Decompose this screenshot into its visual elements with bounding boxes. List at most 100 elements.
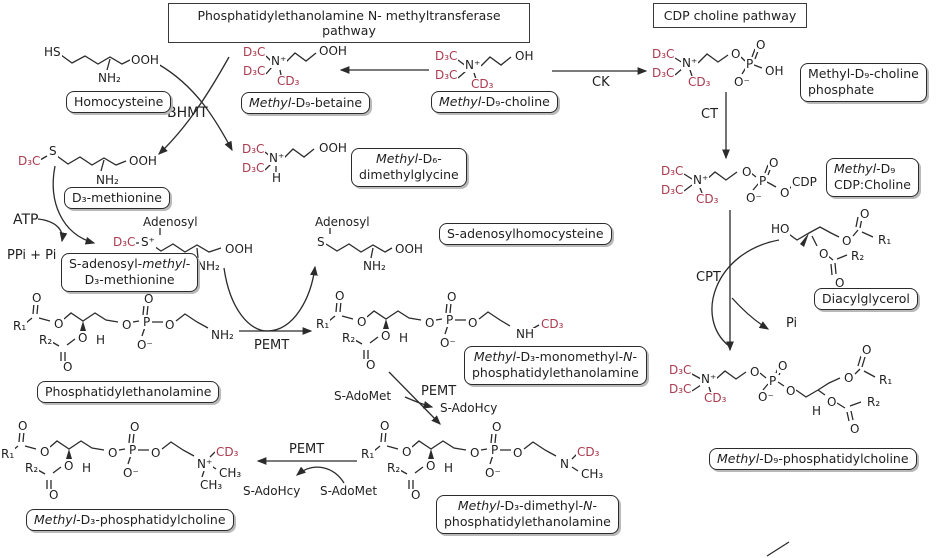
dag-stereo-wedge [800, 233, 809, 247]
atom-label: R₂ [38, 333, 54, 347]
enzyme-cpt: CPT [696, 270, 721, 285]
mmpe-stereo-wedge [383, 319, 389, 329]
cofactor-atp: ATP [13, 212, 39, 228]
monomethyl-pe-bonds [328, 300, 540, 359]
methyl-d9-cdp-choline-bonds [683, 164, 794, 194]
d3pc-stereo-wedge [66, 449, 72, 459]
atom-label: O [356, 315, 368, 329]
atom-label: R₂ [866, 395, 882, 409]
atom-label: N [559, 457, 570, 471]
atom-label: N⁺ [692, 173, 710, 187]
atom-label: CH₃ [580, 467, 605, 481]
atom-label: O [334, 289, 346, 303]
atom-label: O⁻ [484, 466, 502, 480]
atom-label: H [271, 171, 283, 185]
atom-label: CD₃ [276, 74, 301, 88]
atom-label: CD₃ [215, 445, 240, 459]
atom-label: O [785, 384, 797, 398]
s-adenosyl-methyl-d3-methionine-label: S-adenosyl-methyl-D₃-methionine [61, 253, 199, 292]
atom-label: P [745, 57, 755, 71]
atom-label: CD₃ [703, 391, 728, 405]
atom-label: O [107, 446, 119, 460]
atom-label: D₃C [668, 382, 693, 396]
atom-label: CH₃ [218, 466, 243, 480]
methyl-d9-choline-phosphate-bonds [674, 48, 763, 77]
atom-label: O [365, 358, 377, 372]
atom-label: H [443, 461, 455, 475]
atom-label: NH₂ [196, 259, 221, 273]
atom-label: S [316, 235, 326, 249]
phosphatidylethanolamine-label: Phosphatidylethanolamine [37, 381, 220, 404]
enzyme-bhmt: BHMT [167, 105, 208, 121]
diacylglycerol-label: Diacylglycerol [814, 288, 918, 311]
atom-label: O [768, 156, 780, 170]
atom-label: N⁺ [270, 54, 288, 68]
atom-label: P [768, 374, 778, 388]
sah-bonds [325, 228, 393, 259]
atom-label: O [379, 419, 391, 433]
atom-label: P [142, 315, 152, 329]
atom-label: O [17, 419, 29, 433]
atom-label: H [81, 461, 93, 475]
atom-label: O⁻ [439, 336, 457, 350]
atom-label: D₃C [242, 45, 267, 59]
d3-methionine-label: D₃-methionine [64, 187, 170, 210]
atom-label: O [779, 186, 791, 200]
atom-label: O [512, 446, 524, 460]
cofactor-s-adohcy-1: S-AdoHcy [440, 401, 498, 415]
atom-label: R₁ [878, 373, 894, 387]
atom-label: N⁺ [700, 372, 718, 386]
atom-label: NH₂ [97, 71, 122, 85]
atom-label: O⁻ [757, 390, 775, 404]
enzyme-ct: CT [701, 107, 719, 122]
methyl-d3-pc-bonds [11, 430, 217, 489]
sam-bonds [136, 228, 222, 259]
dimethyl-pe-bonds [373, 430, 579, 489]
cofactor-ppi-pi: PPi + Pi [7, 248, 57, 263]
atom-label: O [425, 459, 437, 473]
methyl-d6-dimethylglycine-label: Methyl-D₆-dimethylglycine [351, 148, 467, 187]
atom-label: O [755, 38, 767, 52]
atom-label: O [741, 165, 753, 179]
adenosyl-sah: Adenosyl [315, 215, 370, 229]
atom-label: R₁ [360, 447, 376, 461]
atom-label: D₃C [17, 154, 42, 168]
atp-curve [37, 218, 68, 243]
atom-label: R₁ [315, 317, 331, 331]
atom-label: O [143, 292, 155, 306]
enzyme-pemt-2: PEMT [421, 384, 457, 399]
bhmt-curve-left [157, 63, 233, 152]
atom-label: O [469, 446, 481, 460]
methyl-d9-betaine-label: Methyl-D₉-betaine [241, 92, 371, 115]
atom-label: O [410, 488, 422, 502]
phosphatidylethanolamine-bonds [25, 302, 209, 361]
atom-label: H [398, 331, 410, 345]
atom-label: D₃C [668, 363, 693, 377]
atom-label: OOH [318, 44, 348, 58]
atom-label: O [467, 316, 479, 330]
atom-label: CH₃ [199, 478, 224, 492]
atom-label: CD₃ [470, 77, 495, 91]
dmpe-stereo-wedge [428, 449, 434, 459]
atom-label: O⁻ [733, 75, 751, 89]
atom-label: O [841, 234, 853, 248]
atom-label: R₁ [877, 233, 893, 247]
atom-label: OOH [128, 154, 158, 168]
atom-label: H [811, 404, 823, 418]
atom-label: O [826, 395, 838, 409]
atom-label: O [849, 422, 861, 436]
methyl-d9-phosphatidylcholine-label: Methyl-D₉-phosphatidylcholine [709, 448, 917, 471]
d3-methionine-bonds [39, 155, 127, 172]
atom-label: O [446, 290, 458, 304]
atom-label: OOH [318, 141, 348, 155]
atom-label: D₃C [651, 47, 676, 61]
atom-label: O [834, 276, 846, 290]
methionine-to-sam-curve [52, 165, 96, 245]
atom-label: O [164, 318, 176, 332]
atom-label: D₃C [241, 161, 266, 175]
atom-label: O [39, 445, 51, 459]
atom-label: O [31, 291, 43, 305]
atom-label: D₃C [434, 49, 459, 63]
